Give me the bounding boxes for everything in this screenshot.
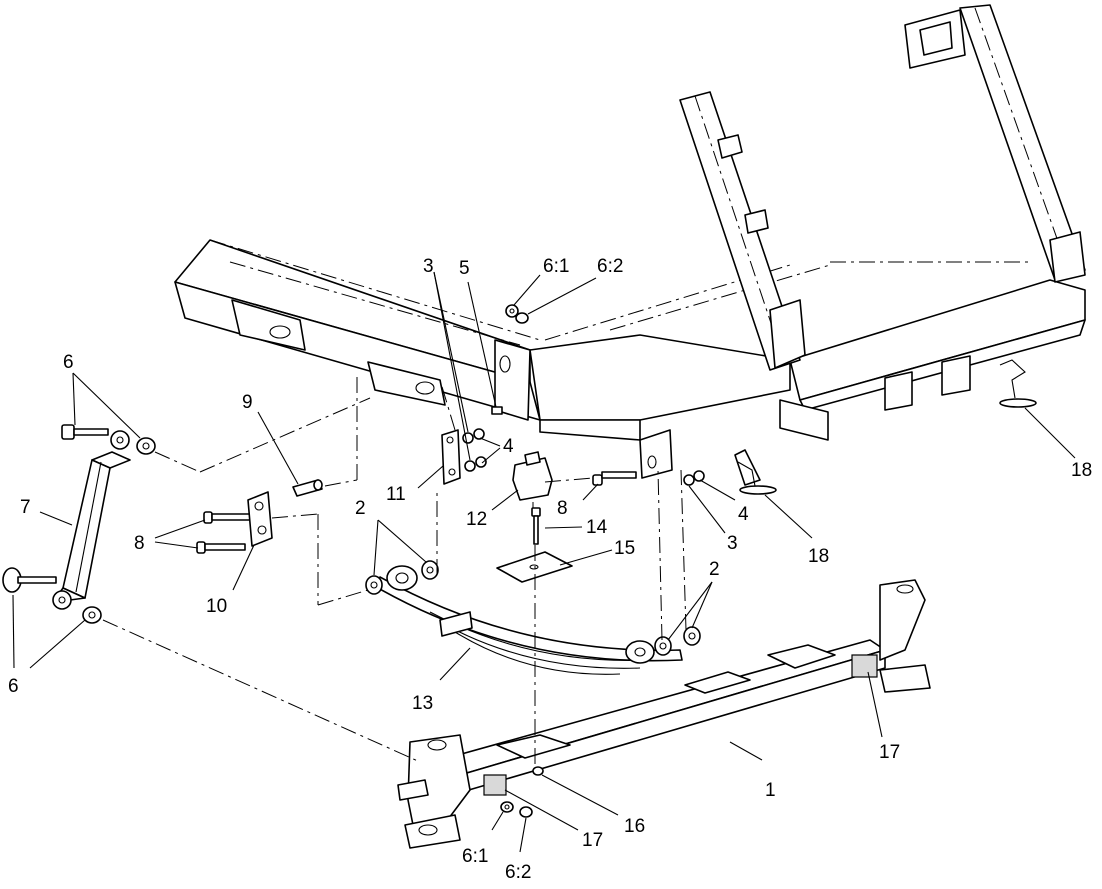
callout-10: 10 bbox=[206, 596, 227, 617]
leader-3b bbox=[688, 485, 726, 534]
leader-7 bbox=[39, 511, 73, 526]
upright-post-rear bbox=[904, 4, 1086, 283]
leader-4a-top bbox=[479, 437, 501, 447]
leader-9 bbox=[257, 411, 299, 485]
leader-2a-right bbox=[377, 519, 427, 563]
id-plate-left bbox=[483, 774, 507, 796]
leader-6b-left bbox=[12, 594, 15, 669]
main-frame bbox=[174, 239, 1086, 486]
rear-bolt-and-nuts bbox=[592, 470, 705, 486]
leader-12 bbox=[491, 489, 519, 511]
callout-6-1-lower: 6:1 bbox=[462, 846, 488, 867]
callout-18-right: 18 bbox=[1071, 460, 1092, 481]
leader-62a bbox=[527, 277, 597, 315]
callout-3-rear: 3 bbox=[727, 533, 738, 554]
callout-6-2-lower: 6:2 bbox=[505, 862, 531, 883]
leader-13 bbox=[439, 647, 471, 681]
callout-18-center: 18 bbox=[808, 546, 829, 567]
leader-3a-left bbox=[433, 271, 469, 433]
shackle-plate-and-bolts bbox=[196, 479, 323, 554]
leader-61b bbox=[491, 811, 504, 831]
callout-17-right: 17 bbox=[879, 742, 900, 763]
leader-6a-left bbox=[72, 372, 76, 426]
callout-2-front: 2 bbox=[355, 498, 366, 519]
callout-4-front: 4 bbox=[503, 436, 514, 457]
leader-16 bbox=[541, 774, 619, 816]
leader-6b-right bbox=[29, 619, 86, 669]
callout-16: 16 bbox=[624, 816, 645, 837]
shock-absorber bbox=[52, 430, 131, 610]
callout-4-rear: 4 bbox=[738, 504, 749, 525]
leaf-spring bbox=[377, 565, 683, 675]
callout-6-2-upper: 6:2 bbox=[597, 256, 623, 277]
id-plate-right bbox=[851, 654, 878, 678]
leader-11 bbox=[417, 465, 444, 489]
callout-15: 15 bbox=[614, 538, 635, 559]
assembly-centerlines bbox=[102, 373, 687, 765]
leader-18b bbox=[1024, 407, 1076, 459]
callout-6-lower: 6 bbox=[8, 676, 19, 697]
leader-2b-right bbox=[691, 581, 713, 629]
leader-3a-right bbox=[433, 271, 471, 461]
leader-8a-top bbox=[154, 519, 206, 539]
callout-6-1-upper: 6:1 bbox=[543, 256, 569, 277]
callout-1: 1 bbox=[765, 780, 776, 801]
callout-12: 12 bbox=[466, 509, 487, 530]
callout-6-upper: 6 bbox=[63, 352, 74, 373]
upright-post-front bbox=[679, 91, 806, 371]
leader-lines bbox=[12, 271, 1076, 853]
leader-8b bbox=[582, 483, 599, 501]
leader-2b-left bbox=[667, 581, 713, 641]
shock-hardware bbox=[2, 424, 156, 624]
callout-3-front: 3 bbox=[423, 256, 434, 277]
callout-17-left: 17 bbox=[582, 830, 603, 851]
callout-9: 9 bbox=[242, 392, 253, 413]
callout-13: 13 bbox=[412, 693, 433, 714]
leader-6a-right bbox=[72, 372, 141, 439]
leader-18a bbox=[764, 494, 813, 539]
leader-62b bbox=[519, 817, 527, 853]
callout-8-rear: 8 bbox=[557, 498, 568, 519]
front-shackle-and-nuts bbox=[441, 428, 487, 485]
leader-4a-bottom bbox=[481, 447, 501, 464]
leader-10 bbox=[232, 544, 255, 591]
spring-bushings bbox=[365, 560, 701, 656]
callout-7: 7 bbox=[20, 497, 31, 518]
callout-2-rear: 2 bbox=[709, 559, 720, 580]
leader-2a-left bbox=[373, 519, 379, 576]
callout-11: 11 bbox=[386, 484, 406, 505]
leader-17b bbox=[867, 671, 883, 738]
leader-4b bbox=[699, 479, 736, 501]
leader-17a bbox=[504, 789, 579, 831]
bump-stop bbox=[512, 451, 553, 501]
lower-nuts bbox=[500, 801, 533, 818]
callout-8-left: 8 bbox=[134, 533, 145, 554]
leader-61a bbox=[513, 274, 541, 306]
leader-1 bbox=[729, 741, 763, 761]
leader-14 bbox=[544, 526, 583, 529]
leader-5 bbox=[467, 281, 497, 408]
callout-labels: 1 2 2 3 3 4 4 5 6 6 6:1 6:2 6:1 6:2 7 8 … bbox=[8, 256, 1092, 883]
washers bbox=[737, 359, 1037, 495]
leader-8a-bottom bbox=[154, 541, 199, 549]
callout-14: 14 bbox=[586, 517, 608, 538]
leader-15 bbox=[559, 549, 613, 566]
axle-beam bbox=[397, 579, 931, 849]
callout-5: 5 bbox=[459, 258, 470, 279]
upper-nuts bbox=[491, 304, 529, 415]
